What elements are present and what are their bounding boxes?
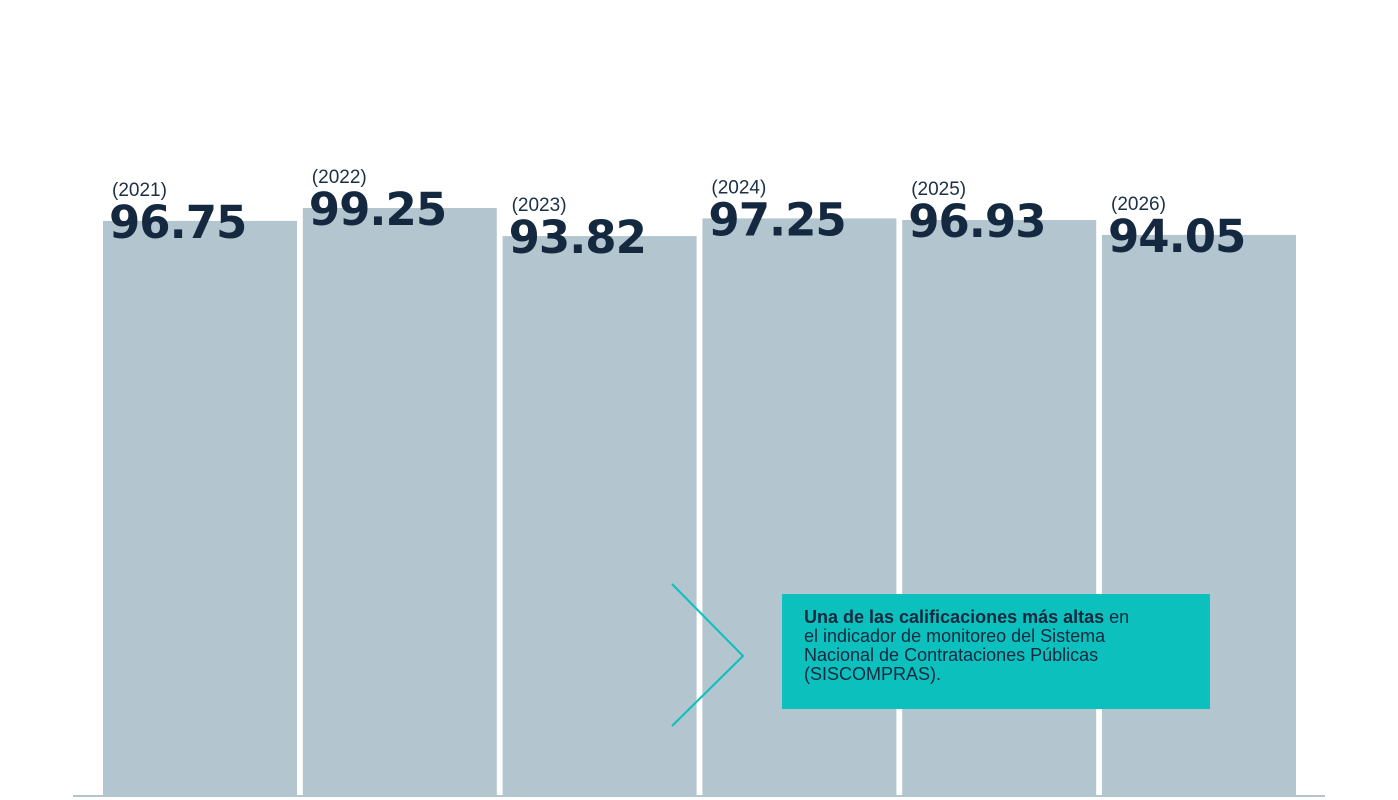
- bar-year-label-3: (2024): [711, 177, 766, 198]
- callout-line-1-rest: en: [1104, 607, 1130, 627]
- bar-0: [103, 220, 297, 796]
- bar-year-label-4: (2025): [911, 179, 966, 200]
- bar-value-label-5: 94.05: [1108, 210, 1245, 263]
- callout-line-3: Nacional de Contrataciones Públicas: [804, 645, 1099, 665]
- callout-box: Una de las calificaciones más altas en e…: [782, 594, 1210, 709]
- callout-bold-text: Una de las calificaciones más altas: [804, 607, 1105, 627]
- callout-line-4: (SISCOMPRAS).: [804, 664, 942, 684]
- bar-value-label-1: 99.25: [309, 183, 446, 236]
- bar-value-label-3: 97.25: [708, 193, 845, 246]
- bar-year-label-2: (2023): [512, 195, 567, 216]
- bar-value-label-4: 96.93: [908, 195, 1045, 248]
- bar-1: [302, 208, 497, 796]
- bar-value-label-2: 93.82: [509, 211, 646, 264]
- bar-year-label-5: (2026): [1111, 194, 1166, 215]
- bar-year-label-0: (2021): [112, 180, 167, 201]
- bar-4: [902, 220, 1097, 796]
- callout-line-2: el indicador de monitoreo del Sistema: [804, 626, 1106, 646]
- bar-5: [1102, 234, 1296, 796]
- bar-year-label-1: (2022): [312, 167, 367, 188]
- bar-value-label-0: 96.75: [109, 196, 246, 249]
- chevron-right-icon: [671, 583, 745, 727]
- callout-line-1: Una de las calificaciones más altas en: [804, 608, 1192, 627]
- bar-2: [502, 236, 697, 797]
